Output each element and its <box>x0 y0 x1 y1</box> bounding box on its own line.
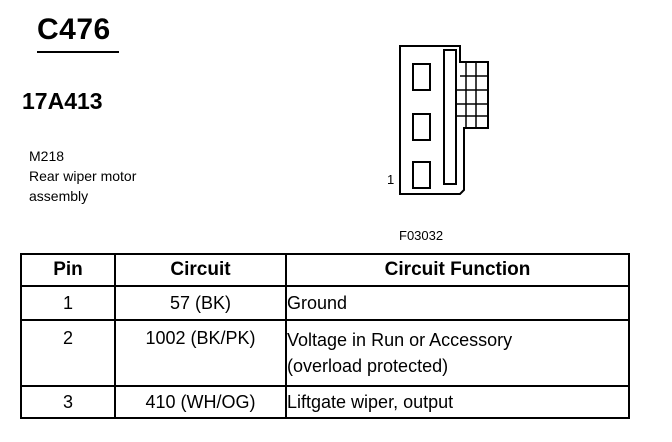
function-line: Liftgate wiper, output <box>287 392 454 412</box>
pin-cavity-1 <box>412 161 431 189</box>
component-name-line2: assembly <box>29 188 89 204</box>
component-description: M218 Rear wiper motor assembly <box>29 146 136 206</box>
pin-cell: 3 <box>20 385 116 419</box>
circuit-cell: 1002 (BK/PK) <box>114 319 287 387</box>
pin-cavity-3 <box>412 63 431 91</box>
table-row: 1 57 (BK) Ground <box>20 285 630 321</box>
header-circuit: Circuit <box>114 253 287 287</box>
function-cell: Liftgate wiper, output <box>285 385 630 419</box>
pin-cell: 1 <box>20 285 116 321</box>
part-number: 17A413 <box>22 88 103 114</box>
connector-face-diagram <box>399 45 489 195</box>
connector-id: C476 <box>37 13 111 46</box>
connector-lock-tab <box>443 49 457 185</box>
component-name-line1: Rear wiper motor <box>29 168 137 184</box>
header-circuit-function: Circuit Function <box>285 253 630 287</box>
function-line: Voltage in Run or Accessory <box>287 330 513 350</box>
table-row: 2 1002 (BK/PK) Voltage in Run or Accesso… <box>20 319 630 387</box>
circuit-cell: 410 (WH/OG) <box>114 385 287 419</box>
header-pin: Pin <box>20 253 116 287</box>
pinout-table: Pin Circuit Circuit Function 1 57 (BK) G… <box>20 253 630 419</box>
pin-one-label: 1 <box>387 172 395 187</box>
pin-cavity-2 <box>412 113 431 141</box>
circuit-cell: 57 (BK) <box>114 285 287 321</box>
function-cell: Ground <box>285 285 630 321</box>
table-header-row: Pin Circuit Circuit Function <box>20 253 630 287</box>
function-line: (overload protected) <box>287 356 449 376</box>
pin-cell: 2 <box>20 319 116 387</box>
connector-id-underline <box>37 51 119 53</box>
table-row: 3 410 (WH/OG) Liftgate wiper, output <box>20 385 630 419</box>
component-code: M218 <box>29 148 65 164</box>
figure-id: F03032 <box>399 228 444 243</box>
function-cell: Voltage in Run or Accessory (overload pr… <box>285 319 630 387</box>
function-line: Ground <box>287 293 348 313</box>
